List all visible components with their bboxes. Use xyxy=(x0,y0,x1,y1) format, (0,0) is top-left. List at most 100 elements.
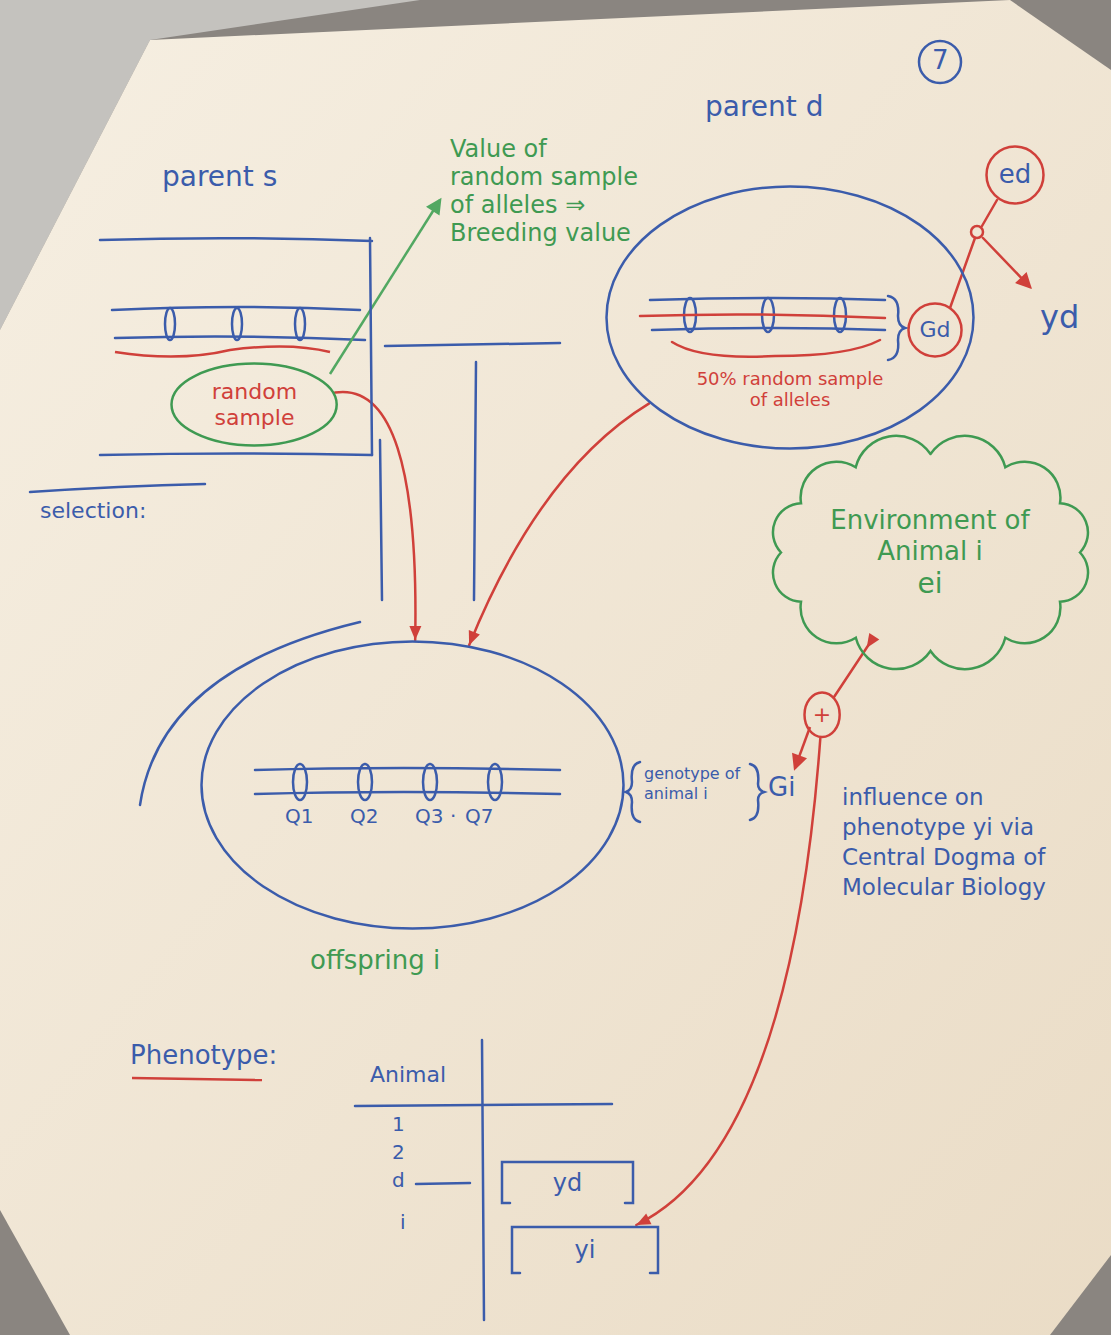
callout-number: 7 xyxy=(932,45,949,76)
phenotype-cell-outline xyxy=(512,1227,658,1273)
table-lines xyxy=(416,1183,470,1184)
chromosome-box-outline xyxy=(100,238,372,455)
annotation: 50% random sample of alleles xyxy=(690,368,890,410)
section-label: selection: xyxy=(40,498,146,524)
genotype-arrow xyxy=(794,727,811,768)
breeding-value-arrow xyxy=(330,200,440,374)
text-group: + xyxy=(813,702,831,728)
table-cell: i xyxy=(400,1210,406,1234)
genotype-to-phenotype-arrow xyxy=(1017,274,1030,287)
genotype-to-phenotype-arrow xyxy=(982,200,997,226)
chromosome-sketch xyxy=(165,308,175,340)
phenotype-value: yi xyxy=(575,1236,596,1265)
table-cell: d xyxy=(392,1168,405,1192)
phenotype-cell-outline xyxy=(502,1162,633,1203)
callout-circle xyxy=(919,41,961,83)
underline xyxy=(132,1078,262,1080)
text-group: random sample xyxy=(199,378,309,431)
genotype-to-phenotype-arrow xyxy=(983,238,1030,287)
sum-circle-outline xyxy=(804,693,839,737)
parent-oval: parent dGd xyxy=(605,185,975,450)
chromosome-sketch xyxy=(232,308,242,340)
chromosome-sketch xyxy=(474,362,476,600)
arrowhead xyxy=(636,1214,651,1226)
random-sample-oval-outline xyxy=(172,364,337,446)
offspring-oval-outline xyxy=(202,642,624,929)
arrowhead xyxy=(867,633,880,648)
chromosome-sketch xyxy=(100,454,372,456)
environment-cloud: Environment of Animal iei xyxy=(767,440,1094,665)
random-sample-oval: random sample xyxy=(170,362,338,447)
chromosome-sketch xyxy=(423,764,437,800)
chromosome-sketch xyxy=(380,440,382,600)
cloud-label: Environment of Animal i xyxy=(825,505,1035,567)
table-lines xyxy=(355,1104,612,1106)
environment-circle: ed xyxy=(985,145,1045,205)
arrowhead xyxy=(409,626,421,640)
chromosome-sketch xyxy=(650,296,905,360)
chromosome-sketch xyxy=(385,343,560,346)
phenotype-symbol: yd xyxy=(1040,298,1079,336)
phenotype-cell: yd xyxy=(500,1160,635,1205)
chromosome-sketch xyxy=(295,308,305,340)
text-group: yd xyxy=(553,1168,582,1197)
environment-circle-outline xyxy=(987,147,1044,204)
text-group: ed xyxy=(999,159,1032,190)
chromosome-sketch xyxy=(255,768,560,770)
text-group: Gd xyxy=(919,317,950,343)
sum-circle: + xyxy=(803,691,841,738)
sample-line xyxy=(115,346,330,356)
locus-label: Q1 xyxy=(285,804,313,828)
sample-line xyxy=(640,314,885,318)
phenotype-value: yd xyxy=(553,1168,582,1197)
environment-symbol: ei xyxy=(825,567,1035,601)
parent-oval-outline xyxy=(607,187,974,449)
annotation: genotype of animal i xyxy=(644,764,748,804)
text-group: yi xyxy=(575,1236,596,1265)
genotype-circle: Gd xyxy=(907,302,963,358)
environment-cloud-outline xyxy=(772,436,1087,669)
chromosome-sketch xyxy=(30,484,205,492)
breeding-value-arrow xyxy=(330,200,440,374)
annotation: influence on phenotype yi via Central Do… xyxy=(842,782,1092,902)
table-cell: 2 xyxy=(392,1140,405,1164)
genotype-arrow xyxy=(794,755,805,768)
arrow-connector xyxy=(636,739,820,1225)
offspring-oval-outline xyxy=(200,640,625,930)
locus-label: · xyxy=(450,804,456,828)
environment-symbol: ed xyxy=(999,159,1032,190)
table-header: Animal xyxy=(370,1062,446,1088)
parent-label: parent s xyxy=(162,160,277,194)
sample-label: random sample xyxy=(199,378,309,431)
arrow-connector xyxy=(335,392,415,640)
genotype-to-phenotype-arrow xyxy=(950,200,1030,308)
locus-label: Q3 xyxy=(415,804,443,828)
plus-sign: + xyxy=(813,702,831,728)
parent-label: parent d xyxy=(705,90,823,124)
offspring-oval: offspring i xyxy=(200,640,625,930)
table-lines xyxy=(482,1040,484,1320)
locus-label: Q2 xyxy=(350,804,378,828)
phenotype-cell: yi xyxy=(510,1225,660,1275)
chromosome-sketch xyxy=(30,307,560,805)
genotype-circle-outline xyxy=(908,304,961,357)
chromosome-sketch xyxy=(488,764,502,800)
chromosome-box: parent srandom sample xyxy=(100,238,372,455)
sample-line xyxy=(672,340,880,357)
chromosome-sketch xyxy=(888,296,905,360)
section-label: Phenotype: xyxy=(130,1040,277,1071)
chromosome-sketch xyxy=(358,764,372,800)
genotype-to-phenotype-arrow xyxy=(971,226,983,238)
chromosome-sketch xyxy=(626,762,640,822)
chromosome-sketch xyxy=(140,622,360,805)
arrowhead xyxy=(469,630,480,645)
offspring-label: offspring i xyxy=(310,945,440,976)
genotype-symbol: Gi xyxy=(768,772,795,803)
locus-label: Q7 xyxy=(465,804,493,828)
genotype-symbol: Gd xyxy=(919,317,950,343)
chromosome-sketch xyxy=(293,764,307,800)
breeding-value-arrow xyxy=(428,200,440,213)
